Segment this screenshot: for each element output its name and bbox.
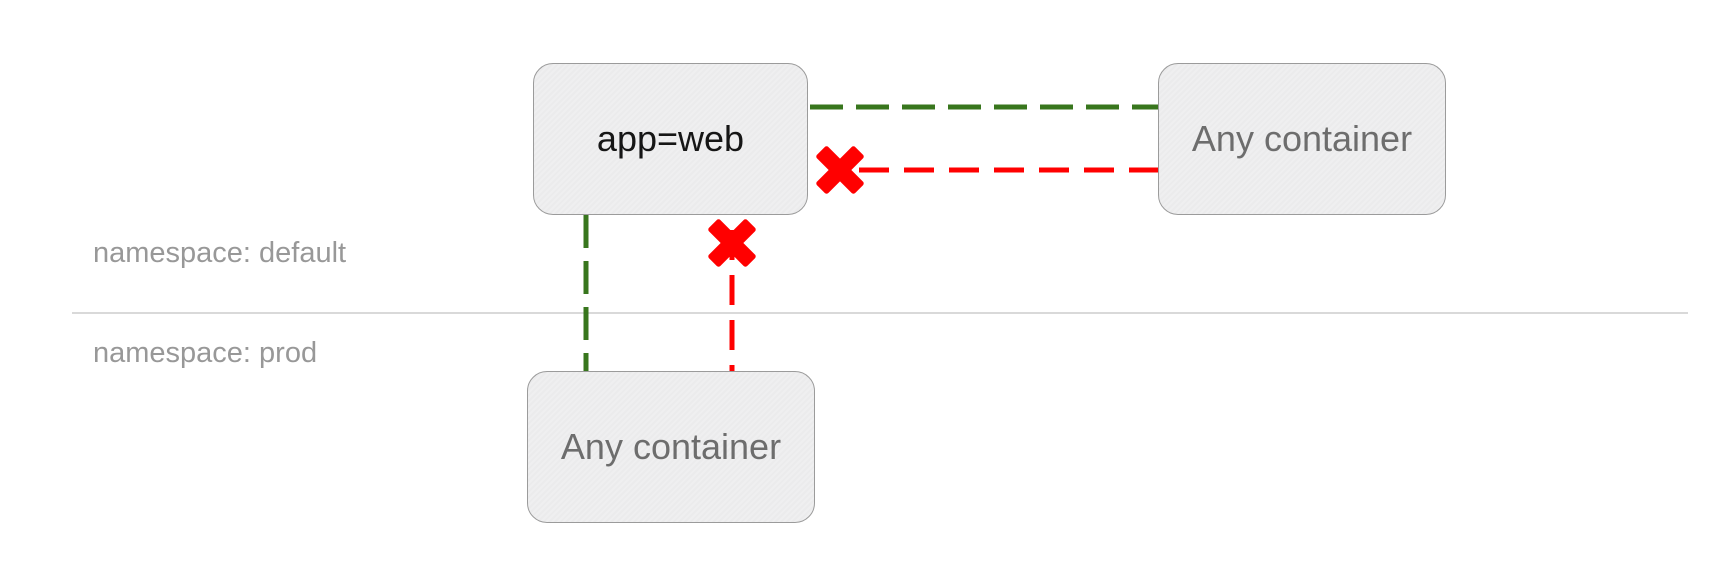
namespace-default-label: namespace: default bbox=[93, 237, 347, 269]
namespace-divider bbox=[72, 312, 1688, 314]
blocked-x-stroke bbox=[708, 219, 756, 267]
blocked-x-icon bbox=[816, 146, 864, 194]
blocked-x-icon bbox=[708, 219, 756, 267]
node-any-container-prod-label: Any container bbox=[560, 426, 782, 467]
blocked-x-stroke bbox=[816, 146, 864, 194]
node-app-web: app=web bbox=[533, 63, 808, 215]
node-any-container-default: Any container bbox=[1158, 63, 1446, 215]
blocked-x-stroke bbox=[708, 219, 756, 267]
node-any-container-prod: Any container bbox=[527, 371, 815, 523]
blocked-x-stroke bbox=[816, 146, 864, 194]
namespace-prod-label: namespace: prod bbox=[93, 337, 318, 369]
node-app-web-label: app=web bbox=[596, 118, 745, 159]
node-any-container-default-label: Any container bbox=[1191, 118, 1413, 159]
